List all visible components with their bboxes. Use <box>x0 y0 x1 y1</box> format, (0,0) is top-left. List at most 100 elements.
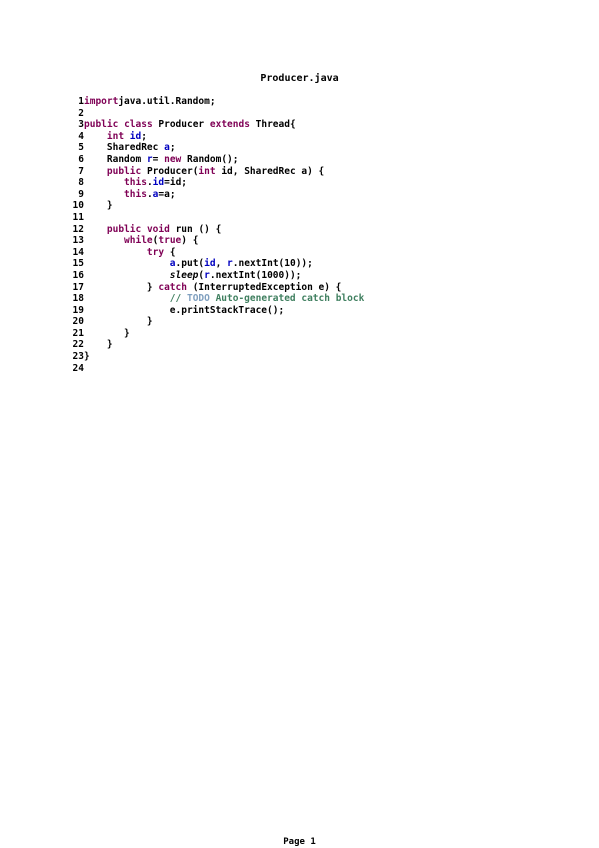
line-number: 1 <box>78 96 84 107</box>
code-line: 3public class Producer extends Thread{ <box>70 119 364 131</box>
line-number: 5 <box>78 142 84 154</box>
code-token: ( <box>152 235 159 247</box>
line-number: 17 <box>72 281 84 293</box>
line-number: 23 <box>72 351 84 363</box>
code-token: true <box>158 235 182 247</box>
code-token: Thread{ <box>249 119 296 131</box>
code-token: =id; <box>164 177 188 189</box>
code-line: 7 public Producer(int id, SharedRec a) { <box>70 166 364 178</box>
code-token: catch <box>158 281 187 293</box>
code-token: } <box>84 339 113 351</box>
line-number: 7 <box>78 165 84 177</box>
code-line: 15 a.put(id, r.nextInt(10)); <box>70 258 364 270</box>
code-token: } <box>84 351 90 363</box>
code-token <box>84 189 124 200</box>
code-token: ; <box>141 130 147 142</box>
code-line: 20 } <box>70 316 364 328</box>
code-token: TODO <box>186 293 210 305</box>
code-token: .nextInt(10)); <box>232 258 313 270</box>
page-footer: Page 1 <box>283 837 316 847</box>
code-token <box>84 293 170 304</box>
code-token <box>84 166 107 177</box>
code-token <box>84 258 170 269</box>
line-number: 10 <box>72 200 84 212</box>
code-token: public <box>106 165 142 177</box>
code-token: Random <box>84 153 147 165</box>
code-token: try <box>146 246 165 258</box>
code-token: { <box>164 246 176 258</box>
code-token: r <box>204 269 210 281</box>
code-line: 21 } <box>70 328 364 340</box>
code-token: // <box>169 293 187 305</box>
code-token: public <box>106 223 142 235</box>
code-token: void <box>146 223 170 235</box>
line-number: 13 <box>72 235 84 247</box>
code-token: class <box>124 119 153 131</box>
code-token: Producer( <box>141 165 199 177</box>
code-token: sleep <box>169 269 199 281</box>
code-token: } <box>84 327 130 339</box>
code-line: 12 public void run () { <box>70 224 364 236</box>
line-number: 19 <box>72 304 84 316</box>
line-number: 3 <box>78 119 84 131</box>
line-number: 2 <box>78 107 84 119</box>
line-number: 12 <box>72 223 84 235</box>
line-number: 24 <box>72 362 84 374</box>
code-token <box>84 177 124 188</box>
code-line: 8 this.id=id; <box>70 177 364 189</box>
code-token: a <box>169 258 176 270</box>
code-token: run () { <box>169 223 222 235</box>
code-token: e.printStackTrace(); <box>84 304 285 316</box>
code-token: id, SharedRec a) { <box>215 165 325 177</box>
code-token <box>84 247 147 258</box>
line-number: 8 <box>78 177 84 189</box>
code-token: this <box>124 177 147 189</box>
code-token: =a; <box>158 188 176 200</box>
document-title: Producer.java <box>260 73 339 84</box>
code-line: 22 } <box>70 339 364 351</box>
code-token: , <box>215 258 228 270</box>
line-number: 15 <box>72 258 84 270</box>
code-token: Producer <box>152 119 210 131</box>
code-token: ) { <box>181 235 199 247</box>
code-token: } <box>84 281 159 293</box>
code-token: a <box>152 188 159 200</box>
code-token: r <box>227 258 233 270</box>
code-line: 13 while(true) { <box>70 235 364 247</box>
code-line: 2 <box>70 108 364 120</box>
code-token: ; <box>169 142 176 154</box>
code-token: extends <box>209 119 250 131</box>
code-token <box>84 224 107 235</box>
code-token: = <box>152 153 165 165</box>
code-line: 4 int id; <box>70 131 364 143</box>
code-line: 18 // TODO Auto-generated catch block <box>70 293 365 305</box>
code-token: id <box>129 130 142 142</box>
code-line: 1importjava.util.Random; <box>70 96 364 108</box>
code-token: . <box>146 177 153 189</box>
code-line: 16 sleep(r.nextInt(1000)); <box>70 270 364 282</box>
line-number: 18 <box>72 293 84 305</box>
code-line: 19 e.printStackTrace(); <box>70 305 364 317</box>
code-token: .put( <box>175 258 205 270</box>
code-line: 11 <box>70 212 364 224</box>
code-token: Random(); <box>181 153 239 165</box>
line-number: 21 <box>72 327 84 339</box>
code-token: } <box>84 316 153 328</box>
code-line: 17 } catch (InterruptedException e) { <box>70 282 364 294</box>
code-token <box>84 270 170 281</box>
code-token: .nextInt(1000)); <box>209 269 302 281</box>
code-token: SharedRec <box>84 142 165 154</box>
code-token: this <box>124 188 147 200</box>
code-token: r <box>146 153 153 165</box>
code-token: } <box>84 200 113 212</box>
code-token: int <box>198 165 216 177</box>
code-token: import <box>84 96 119 107</box>
code-token: int <box>106 130 125 142</box>
code-token: new <box>164 153 182 165</box>
code-token <box>84 131 107 142</box>
code-line: 10 } <box>70 200 364 212</box>
code-token: Auto-generated catch block <box>209 293 365 305</box>
code-token: java.util.Random; <box>118 96 216 107</box>
code-line: 23} <box>70 351 364 363</box>
